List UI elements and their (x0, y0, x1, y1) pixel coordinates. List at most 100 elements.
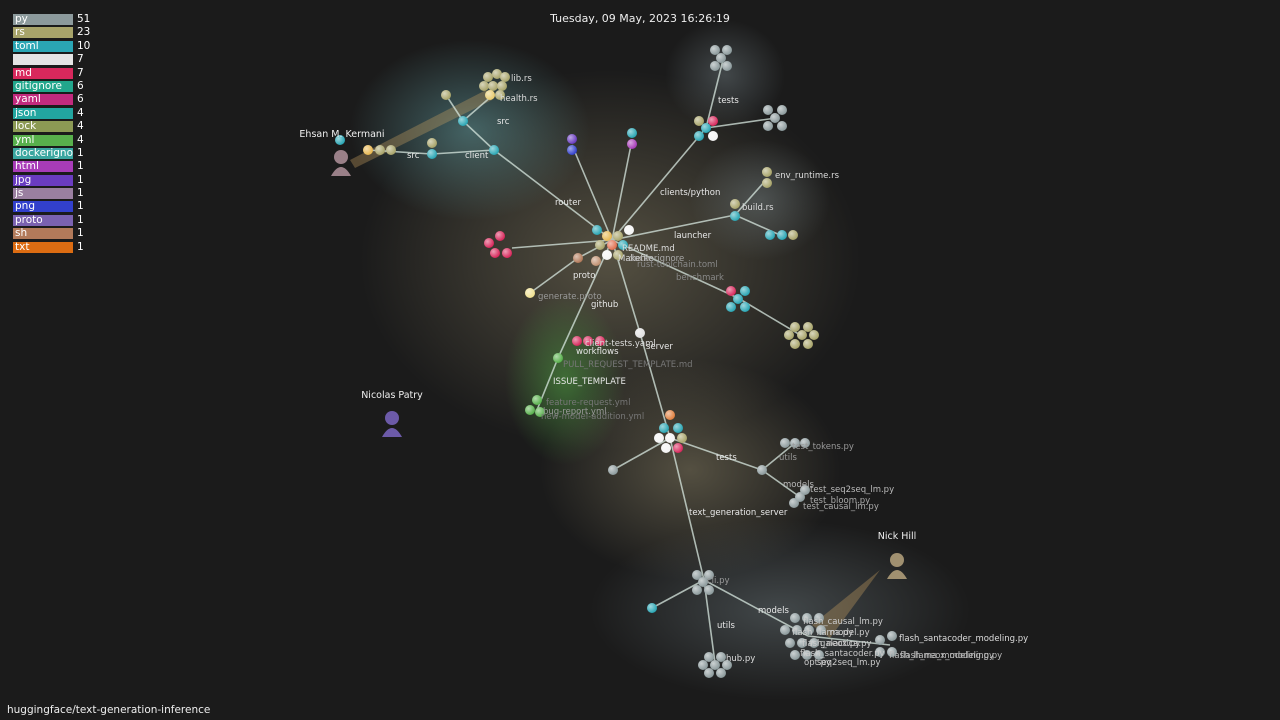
legend-count: 23 (77, 26, 91, 39)
legend-swatch (13, 147, 73, 159)
file-label: new-model-addition.yml (541, 412, 644, 422)
file-node-highlight (800, 485, 810, 495)
file-node-highlight (802, 613, 812, 623)
file-label: flash_neox.py (802, 639, 860, 649)
file-node-highlight (627, 128, 637, 138)
file-label: flash_llama.py (792, 628, 853, 638)
file-node-highlight (762, 167, 772, 177)
file-node-highlight (624, 225, 634, 235)
file-node-highlight (710, 61, 720, 71)
file-label: model.py (830, 628, 870, 638)
legend-extension: rs (15, 26, 25, 39)
file-node-highlight (716, 53, 726, 63)
legend-count: 6 (77, 93, 84, 106)
file-node-highlight (795, 492, 805, 502)
file-label: client-tests.yaml (585, 339, 656, 349)
file-node-highlight (726, 286, 736, 296)
file-node-highlight (708, 131, 718, 141)
file-node-highlight (694, 116, 704, 126)
file-node-highlight (495, 231, 505, 241)
legend-count: 7 (77, 53, 84, 66)
file-node-highlight (627, 139, 637, 149)
legend-swatch (13, 201, 73, 213)
legend-extension: png (15, 200, 35, 213)
legend-count: 1 (77, 160, 84, 173)
file-node-highlight (730, 211, 740, 221)
file-node-highlight (790, 613, 800, 623)
dir-label: server (646, 342, 673, 352)
file-node-highlight (726, 302, 736, 312)
file-label: bug-report.yml (543, 407, 607, 417)
file-node-highlight (790, 322, 800, 332)
legend-row: 7 (13, 53, 103, 66)
file-node-highlight (427, 138, 437, 148)
file-node-highlight (673, 423, 683, 433)
legend-swatch (13, 67, 73, 79)
file-label: galactica.py (820, 639, 872, 649)
file-node-highlight (777, 230, 787, 240)
file-node-highlight (804, 625, 814, 635)
file-label: generate.proto (538, 292, 602, 302)
file-node-highlight (489, 145, 499, 155)
dir-label: client (465, 151, 489, 161)
legend-swatch (13, 107, 73, 119)
dir-label: utils (779, 453, 797, 463)
dir-label: launcher (674, 231, 712, 241)
legend-extension: txt (15, 240, 30, 253)
legend-extension: html (15, 160, 39, 173)
file-node-highlight (573, 253, 583, 263)
file-node-highlight (591, 256, 601, 266)
file-node-highlight (740, 286, 750, 296)
file-node-highlight (722, 45, 732, 55)
file-node-highlight (733, 294, 743, 304)
file-label: test_bloom.py (810, 496, 870, 506)
file-node-highlight (665, 410, 675, 420)
dir-label: clients/python (660, 188, 720, 198)
file-node-highlight (704, 570, 714, 580)
file-node-highlight (809, 330, 819, 340)
file-node-highlight (887, 647, 897, 657)
file-node-highlight (698, 660, 708, 670)
legend-row: yml 4 (13, 134, 103, 147)
file-node-highlight (677, 433, 687, 443)
file-node-highlight (500, 72, 510, 82)
legend-extension: dockerignore (15, 146, 73, 159)
file-node-highlight (762, 178, 772, 188)
file-node-highlight (490, 248, 500, 258)
legend-swatch (13, 214, 73, 226)
file-node-highlight (790, 339, 800, 349)
file-node-highlight (797, 330, 807, 340)
file-node-highlight (427, 149, 437, 159)
file-node-highlight (692, 570, 702, 580)
legend-count: 4 (77, 133, 84, 146)
dir-label: models (783, 480, 814, 490)
legend-count: 4 (77, 120, 84, 133)
legend-swatch (13, 40, 73, 52)
file-node-highlight (800, 438, 810, 448)
legend-count: 1 (77, 200, 84, 213)
file-node-highlight (722, 61, 732, 71)
legend-extension: toml (15, 39, 39, 52)
legend-extension: yml (15, 133, 35, 146)
legend-row: rs 23 (13, 26, 103, 39)
file-label: flash_llama_modeling.py (889, 651, 994, 661)
legend-swatch (13, 174, 73, 186)
file-node-highlight (647, 603, 657, 613)
file-node-highlight (488, 81, 498, 91)
file-node-highlight (790, 438, 800, 448)
file-node-highlight (602, 250, 612, 260)
file-node-highlight (710, 660, 720, 670)
dir-label: src (497, 117, 510, 127)
file-node-highlight (708, 116, 718, 126)
user-ehsan: Ehsan M. Kermani (299, 129, 385, 176)
file-node-highlight (875, 635, 885, 645)
file-label: cli.py (707, 576, 730, 586)
file-node-highlight (659, 423, 669, 433)
dir-label: workflows (576, 347, 619, 357)
file-node-highlight (770, 113, 780, 123)
legend-extension: py (15, 13, 28, 25)
